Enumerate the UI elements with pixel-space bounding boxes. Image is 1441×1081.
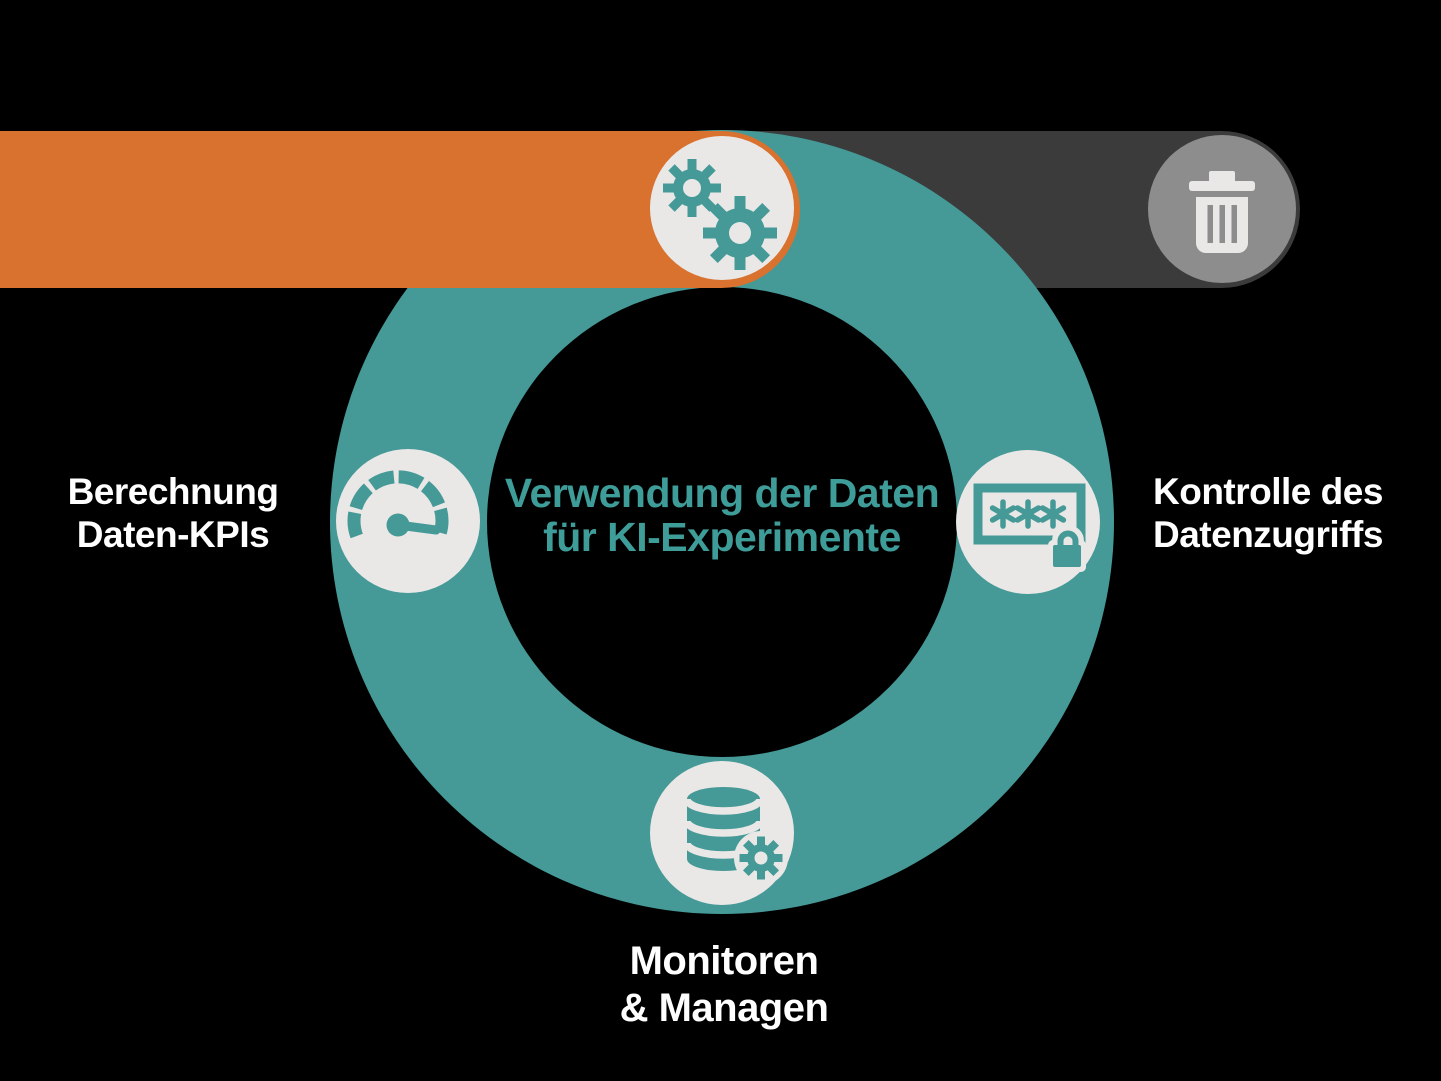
label-access-control: Kontrolle des Datenzugriffs (1153, 470, 1383, 556)
center-title-line2: für KI-Experimente (543, 514, 901, 560)
label-monitoring-line1: Monitoren (629, 939, 819, 983)
label-access-line2: Datenzugriffs (1153, 514, 1383, 555)
label-kpi-line2: Daten-KPIs (76, 514, 270, 555)
access-control-node (956, 450, 1100, 594)
center-title-line1: Verwendung der Daten (504, 470, 940, 516)
ring-center-hole (487, 287, 957, 757)
password-lock-icon (973, 483, 1086, 572)
database-gear-icon (683, 787, 788, 885)
center-title: Verwendung der Daten für KI-Experimente (472, 471, 972, 559)
gears-icon (663, 159, 777, 270)
label-monitoring: Monitoren & Managen (574, 938, 874, 1032)
label-kpi: Berechnung Daten-KPIs (23, 470, 323, 556)
kpi-node (336, 449, 480, 593)
trash-node (1148, 135, 1296, 283)
label-access-line1: Kontrolle des (1153, 471, 1383, 512)
gauge-icon (347, 470, 449, 539)
label-monitoring-line2: & Managen (619, 986, 829, 1030)
trash-icon (1189, 171, 1255, 253)
label-kpi-line1: Berechnung (67, 471, 279, 512)
monitoring-node (650, 761, 794, 905)
processing-node (650, 136, 794, 280)
